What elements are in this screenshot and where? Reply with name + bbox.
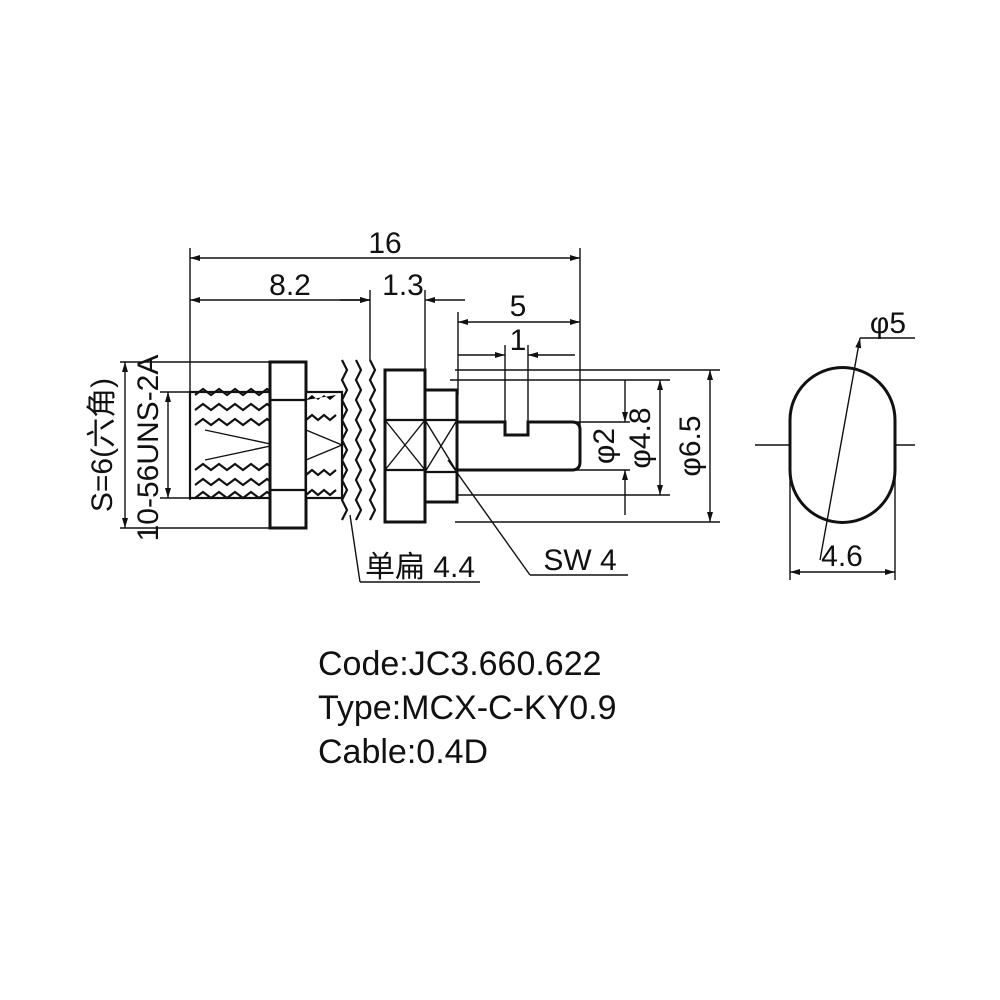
dim-flange-thickness: 1.3 <box>382 269 424 302</box>
dim-flange-diameter: φ6.5 <box>674 415 707 476</box>
dim-pin-diameter: φ2 <box>588 428 621 464</box>
dimension-lines <box>122 255 895 575</box>
dim-end-diameter: φ5 <box>870 307 906 340</box>
spec-block: Code:JC3.660.622 Type:MCX-C-KY0.9 Cable:… <box>318 642 918 774</box>
spec-code: Code:JC3.660.622 <box>318 645 602 683</box>
dim-slot-width: 1 <box>510 324 527 357</box>
spec-type: Type:MCX-C-KY0.9 <box>318 689 617 727</box>
dim-body-length: 8.2 <box>269 269 311 302</box>
dim-pin-length: 5 <box>510 290 527 323</box>
dim-hex-size: S=6(六角) <box>86 378 119 512</box>
end-view <box>755 337 915 561</box>
connector-body <box>188 359 582 530</box>
dim-nut-diameter: φ4.8 <box>624 407 657 468</box>
leader-lines <box>349 459 628 583</box>
diameter-extension-lines <box>120 361 720 529</box>
label-spanner-size: SW 4 <box>543 544 616 577</box>
dim-end-flat: 4.6 <box>821 540 863 573</box>
thread-pattern <box>194 387 276 500</box>
connector-drawing: 16 8.2 1.3 5 1 φ2 φ4.8 φ6.5 φ5 4.6 S=6(六… <box>86 227 915 584</box>
dim-thread: 10-56UNS-2A <box>132 355 165 542</box>
label-washer: 单扁 4.4 <box>365 551 475 584</box>
dim-overall-length: 16 <box>368 227 401 260</box>
lock-washer <box>340 359 377 521</box>
spec-cable: Cable:0.4D <box>318 733 489 771</box>
